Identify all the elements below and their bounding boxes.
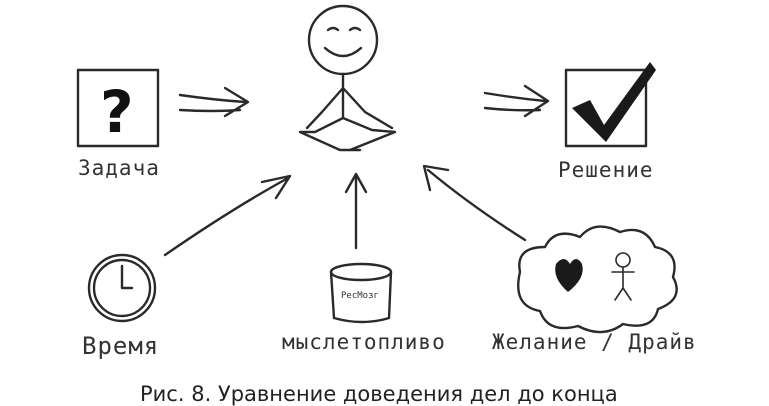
label-task: Задача (78, 156, 160, 180)
arrow-task-to-person (178, 86, 250, 118)
arrow-desire-to-person (422, 164, 527, 242)
arrow-person-to-solution (483, 84, 550, 118)
arrow-fuel-to-person (344, 172, 368, 250)
label-fuel: мыслетопливо (282, 330, 446, 354)
label-time: Время (82, 332, 160, 360)
thought-cloud-icon (517, 225, 678, 334)
svg-text:РесМозг: РесМозг (341, 291, 379, 301)
arrow-time-to-person (163, 174, 292, 257)
label-desire: Желание / Драйв (492, 330, 697, 354)
figure-caption: Рис. 8. Уравнение доведения дел до конца (140, 382, 618, 406)
question-box-icon: ? (76, 68, 160, 148)
jar-icon: РесМозг (329, 262, 393, 324)
label-solution: Решение (558, 158, 654, 182)
checkbox-icon (564, 62, 656, 148)
meditating-person (298, 4, 397, 152)
svg-text:?: ? (100, 78, 134, 146)
clock-icon (87, 253, 157, 323)
